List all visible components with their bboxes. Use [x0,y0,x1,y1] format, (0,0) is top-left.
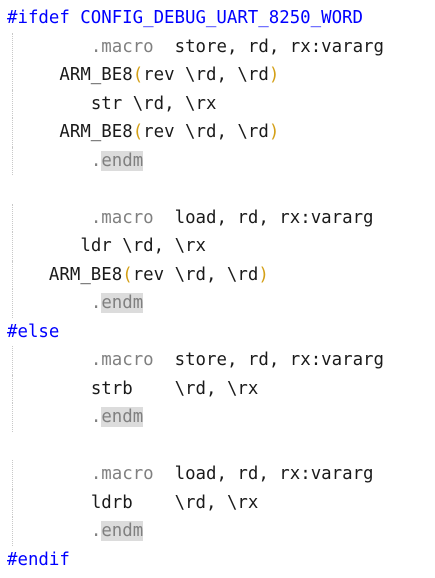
code-token: ldrb \rd, \rx [90,492,259,513]
code-line[interactable]: ARM_BE8(rev \rd, \rd) [0,61,435,90]
code-line[interactable]: .endm [0,517,435,546]
code-line[interactable]: .endm [0,289,435,318]
preprocessor-directive: #ifdef CONFIG_DEBUG_UART_8250_WORD [7,8,363,28]
code-line[interactable]: .macro load, rd, rx:vararg [0,203,435,233]
code-token: rev \rd, \rd [132,264,259,285]
code-token: .macro [90,207,154,228]
code-token: ( [132,65,144,85]
indent-guide [12,146,13,175]
code-token: . [90,150,102,171]
code-line-content: str \rd, \rx [91,90,217,119]
code-token: rev \rd, \rd [143,65,269,85]
code-line-content: #ifdef CONFIG_DEBUG_UART_8250_WORD [7,4,363,33]
code-line-content: ARM_BE8(rev \rd, \rd) [59,118,279,147]
code-line-content: .macro store, rd, rx:vararg [91,346,384,375]
code-line-content: .endm [90,147,144,176]
indent-guide [12,32,13,61]
indent-guide [12,289,13,318]
code-line-content: strb \rd, \rx [91,375,259,404]
code-token: .macro [90,464,154,484]
code-line-content: .endm [90,517,144,546]
code-line-content: #else [7,318,59,347]
code-line[interactable]: ldr \rd, \rx [0,232,435,261]
code-token: str \rd, \rx [90,93,217,114]
code-token: ldr \rd, \rx [80,236,206,256]
code-token: .macro [90,350,154,370]
code-line-content: ldrb \rd, \rx [91,489,259,518]
indent-guide [12,517,13,546]
code-line[interactable]: #ifdef CONFIG_DEBUG_UART_8250_WORD [0,4,435,33]
indent-guide [12,260,13,289]
code-line-content: .endm [90,289,144,318]
code-token: ARM_BE8 [59,65,133,85]
code-line[interactable]: ARM_BE8(rev \rd, \rd) [0,260,435,290]
code-line[interactable]: str \rd, \rx [0,89,435,119]
code-line-content: ARM_BE8(rev \rd, \rd) [49,261,269,290]
code-token: endm [101,150,144,171]
code-token: load, rd, rx:vararg [153,207,374,228]
code-token: load, rd, rx:vararg [153,464,374,484]
code-token: store, rd, rx:vararg [153,36,384,57]
code-token: ) [258,264,269,285]
indent-guide [12,374,13,403]
code-token: .macro [90,36,154,57]
indent-guide [12,403,13,432]
code-line[interactable] [0,175,435,204]
preprocessor-directive: #endif [7,549,70,570]
code-token: ) [268,65,280,85]
code-line[interactable]: .endm [0,146,435,176]
code-token: endm [101,521,144,541]
code-line[interactable]: strb \rd, \rx [0,374,435,404]
code-line-content: #endif [7,546,70,575]
code-line[interactable]: ldrb \rd, \rx [0,488,435,518]
indent-guide [12,232,13,261]
code-token: store, rd, rx:vararg [153,350,384,370]
code-line[interactable]: .macro store, rd, rx:vararg [0,346,435,375]
code-line[interactable] [0,432,435,461]
code-token: rev \rd, \rd [143,122,269,142]
code-line-content: ARM_BE8(rev \rd, \rd) [59,61,279,90]
code-token: ( [132,122,144,142]
preprocessor-directive: #else [7,321,60,342]
code-token: endm [101,407,144,427]
indent-guide [12,488,13,517]
indent-guide [12,346,13,375]
code-line[interactable]: .endm [0,403,435,432]
code-line-content: .macro load, rd, rx:vararg [91,460,374,489]
code-token: strb \rd, \rx [90,378,259,399]
indent-guide [12,460,13,489]
code-token: ( [122,264,133,285]
code-token: ) [268,122,280,142]
code-line-content: .macro store, rd, rx:vararg [91,33,384,62]
code-token: . [90,521,102,541]
code-token: ARM_BE8 [48,264,123,285]
indent-guide [12,203,13,232]
code-token: ARM_BE8 [59,122,133,142]
indent-guide [12,118,13,147]
code-token: . [90,407,102,427]
code-line[interactable]: #endif [0,546,435,575]
indent-guide [12,89,13,118]
code-line[interactable]: .macro store, rd, rx:vararg [0,32,435,62]
indent-guide [12,61,13,90]
code-line[interactable]: #else [0,318,435,347]
code-token: . [90,293,102,313]
code-line[interactable]: .macro load, rd, rx:vararg [0,460,435,489]
code-line[interactable]: ARM_BE8(rev \rd, \rd) [0,118,435,147]
code-line-content: .macro load, rd, rx:vararg [91,204,374,233]
code-token: endm [101,293,144,313]
code-line-content: ldr \rd, \rx [80,232,206,261]
code-line-content: .endm [90,403,144,432]
